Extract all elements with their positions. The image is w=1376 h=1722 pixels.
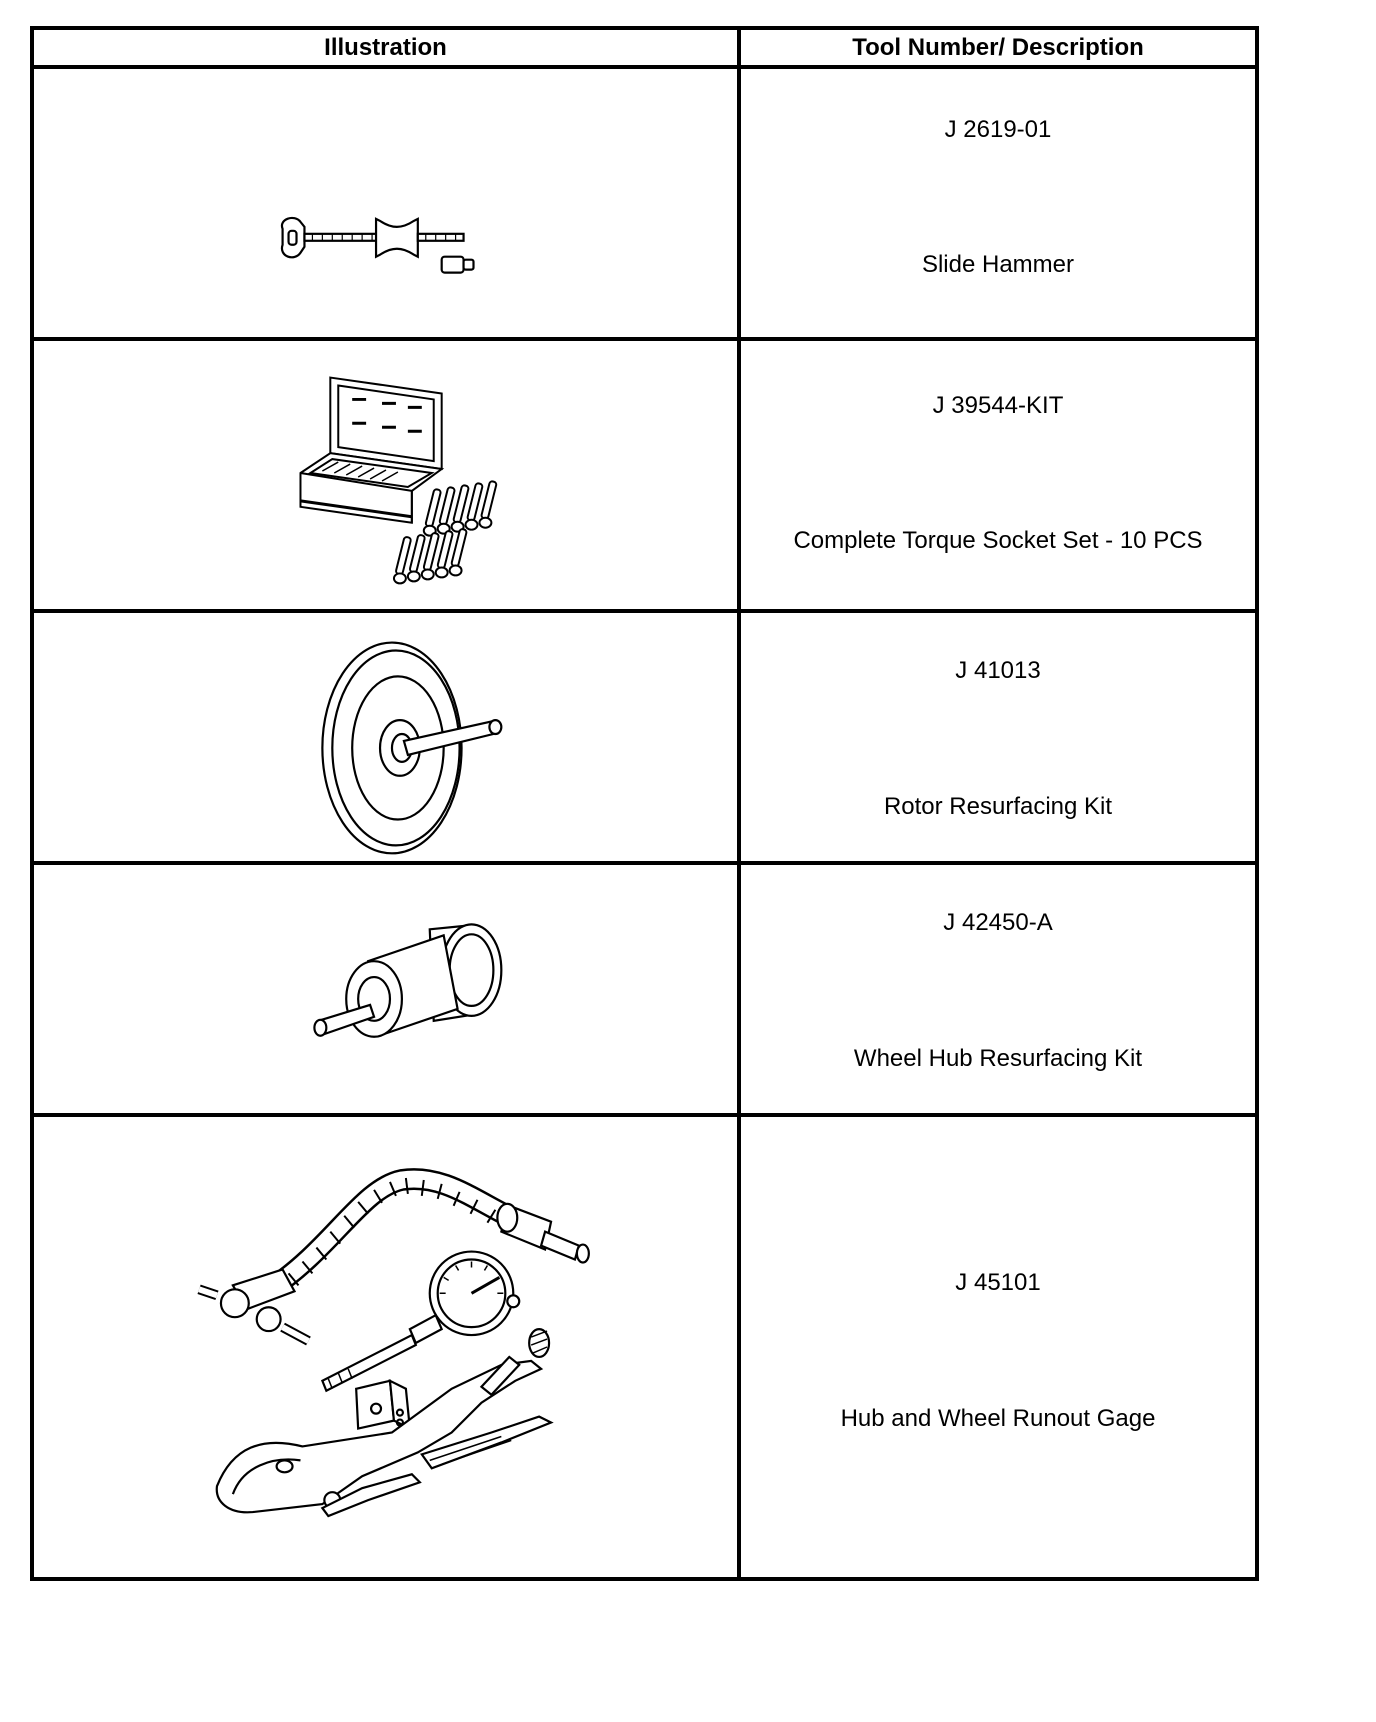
illustration-cell — [30, 65, 741, 341]
header-illustration: Illustration — [30, 26, 741, 69]
torque-socket-set-icon — [299, 376, 498, 585]
tool-cell: J 45101 Hub and Wheel Runout Gage — [737, 1113, 1259, 1581]
tool-cell: J 2619-01 Slide Hammer — [737, 65, 1259, 341]
tool-number: J 39544-KIT — [932, 392, 1064, 419]
tool-number: J 2619-01 — [944, 116, 1052, 143]
illustration-cell — [30, 609, 741, 865]
table-row: J 45101 Hub and Wheel Runout Gage — [30, 1113, 1259, 1581]
tool-description: Wheel Hub Resurfacing Kit — [853, 1045, 1143, 1072]
table-row: J 39544-KIT Complete Torque Socket Set -… — [30, 337, 1259, 613]
wheel-hub-resurfacing-kit-icon — [313, 923, 503, 1038]
tool-description: Rotor Resurfacing Kit — [883, 793, 1113, 820]
tool-cell: J 39544-KIT Complete Torque Socket Set -… — [737, 337, 1259, 613]
illustration-cell — [30, 1113, 741, 1581]
illustration-cell — [30, 861, 741, 1117]
tool-number: J 45101 — [955, 1269, 1041, 1296]
tool-description: Complete Torque Socket Set - 10 PCS — [793, 527, 1203, 554]
tool-cell: J 41013 Rotor Resurfacing Kit — [737, 609, 1259, 865]
table-row: J 42450-A Wheel Hub Resurfacing Kit — [30, 861, 1259, 1117]
illustration-cell — [30, 337, 741, 613]
table-row: J 41013 Rotor Resurfacing Kit — [30, 609, 1259, 865]
slide-hammer-icon — [280, 216, 475, 274]
tool-description: Hub and Wheel Runout Gage — [840, 1405, 1156, 1432]
tool-number: J 41013 — [955, 657, 1041, 684]
rotor-resurfacing-kit-icon — [321, 641, 503, 855]
header-tool-number-description: Tool Number/ Description — [737, 26, 1259, 69]
tool-cell: J 42450-A Wheel Hub Resurfacing Kit — [737, 861, 1259, 1117]
tool-number: J 42450-A — [943, 909, 1053, 936]
table-header-row: Illustration Tool Number/ Description — [30, 26, 1259, 69]
table-row: J 2619-01 Slide Hammer — [30, 65, 1259, 341]
tool-description: Slide Hammer — [921, 251, 1075, 278]
runout-gage-icon — [197, 1168, 590, 1518]
special-tools-table: Illustration Tool Number/ Description — [30, 26, 1259, 1581]
